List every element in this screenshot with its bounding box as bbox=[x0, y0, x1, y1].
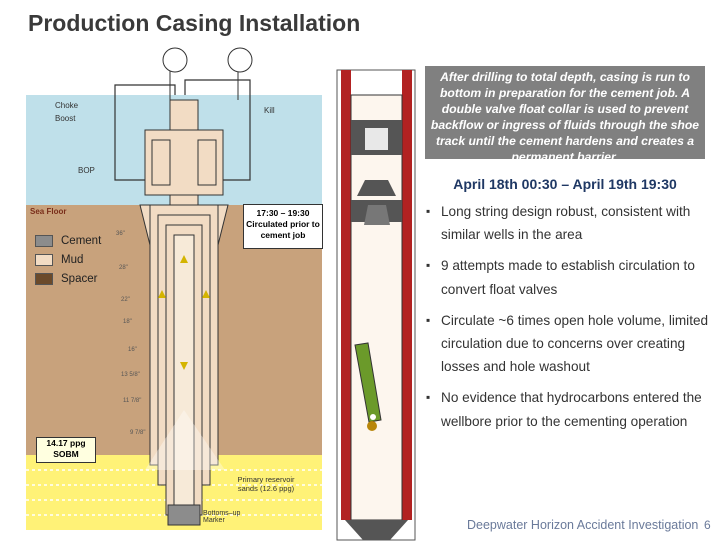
page-number: 6 bbox=[704, 518, 711, 532]
bullet-item: Long string design robust, consistent wi… bbox=[423, 200, 723, 246]
bullet-list: Long string design robust, consistent wi… bbox=[423, 200, 723, 441]
float-ball bbox=[367, 421, 377, 431]
footer-text: Deepwater Horizon Accident Investigation bbox=[467, 518, 698, 532]
explanation-callout: After drilling to total depth, casing is… bbox=[425, 66, 705, 159]
date-range: April 18th 00:30 – April 19th 19:30 bbox=[430, 176, 700, 192]
bullet-item: Circulate ~6 times open hole volume, lim… bbox=[423, 309, 723, 379]
bullet-item: 9 attempts made to establish circulation… bbox=[423, 254, 723, 300]
bullet-item: No evidence that hydrocarbons entered th… bbox=[423, 386, 723, 432]
